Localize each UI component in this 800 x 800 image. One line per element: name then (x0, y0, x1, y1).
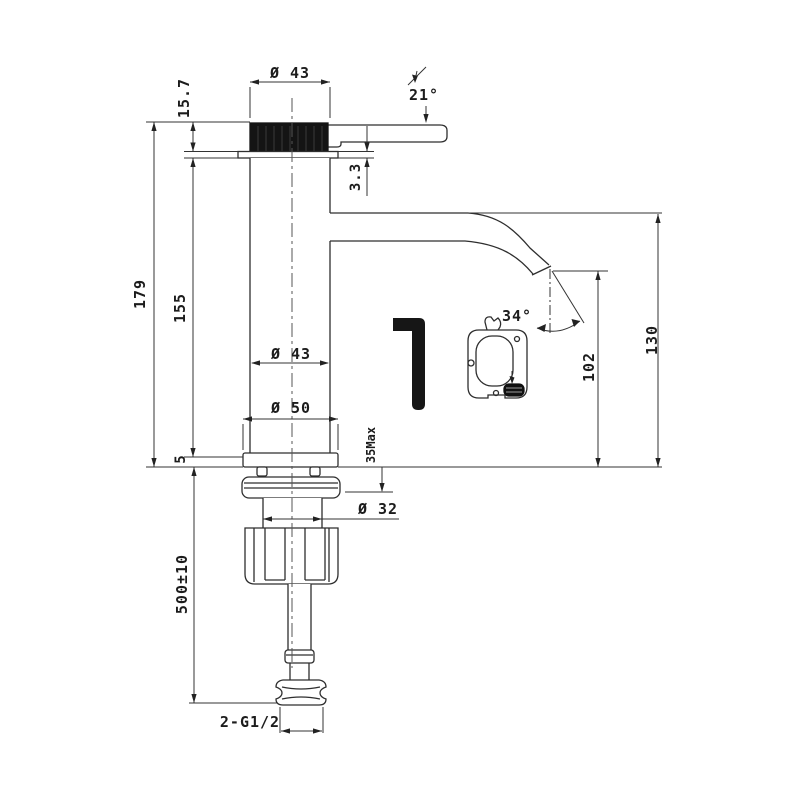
allen-key (393, 318, 425, 410)
lever-handle (326, 124, 448, 148)
base-flange (242, 452, 339, 468)
hose-connector-nut (275, 679, 327, 706)
dim-handle-angle-label: 21° (408, 86, 440, 104)
bracket-hole-left (467, 359, 475, 367)
dim-hose-length-label: 500±10 (173, 553, 191, 615)
handle-collar (237, 150, 339, 159)
spout-fill (330, 213, 551, 275)
dim-base-diameter-label: Ø 50 (270, 399, 312, 417)
dim-spout-height-label: 102 (580, 351, 598, 383)
dim-upper-height-label: 155 (171, 292, 189, 324)
lower-pipe (289, 663, 310, 680)
spout-lower-edge (330, 240, 534, 275)
dim-spout-angle-label: 34° (501, 307, 533, 325)
dim-base-height-label: 5 (173, 454, 189, 464)
knurled-handle (249, 122, 329, 157)
bracket-opening (475, 335, 514, 387)
gasket-tab-left (256, 466, 268, 477)
bracket-hole-top (513, 335, 521, 343)
bracket-hole-bottom (492, 389, 500, 397)
knurl-texture (257, 126, 323, 153)
dim-inlet-thread-label: 2-G1/2 (219, 713, 281, 731)
shank (262, 498, 323, 528)
dim-body-diameter-label: Ø 43 (270, 345, 312, 363)
dim-handle-height-label: 15.7 (175, 77, 193, 119)
pipe-collar (284, 649, 315, 664)
dimension-arrows (151, 74, 661, 734)
supply-pipe (287, 584, 312, 650)
bracket-clamp-block (503, 383, 525, 397)
dim-shank-diameter-label: Ø 32 (357, 500, 399, 518)
dim-collar-thickness-label: 3.3 (348, 162, 364, 192)
faucet-outline (237, 122, 552, 706)
dim-total-height-label: 179 (131, 278, 149, 310)
gasket-tab-right (309, 466, 321, 477)
bracket-hook (484, 316, 502, 331)
dim-overall-height-label: 130 (643, 324, 661, 356)
dimension-lines (146, 66, 662, 733)
dim-handle-diameter-label: Ø 43 (269, 64, 311, 82)
dim-deck-max-label: 35Max (364, 426, 378, 464)
mounting-bracket-detail (467, 316, 528, 399)
spout-tip-face (531, 265, 552, 276)
